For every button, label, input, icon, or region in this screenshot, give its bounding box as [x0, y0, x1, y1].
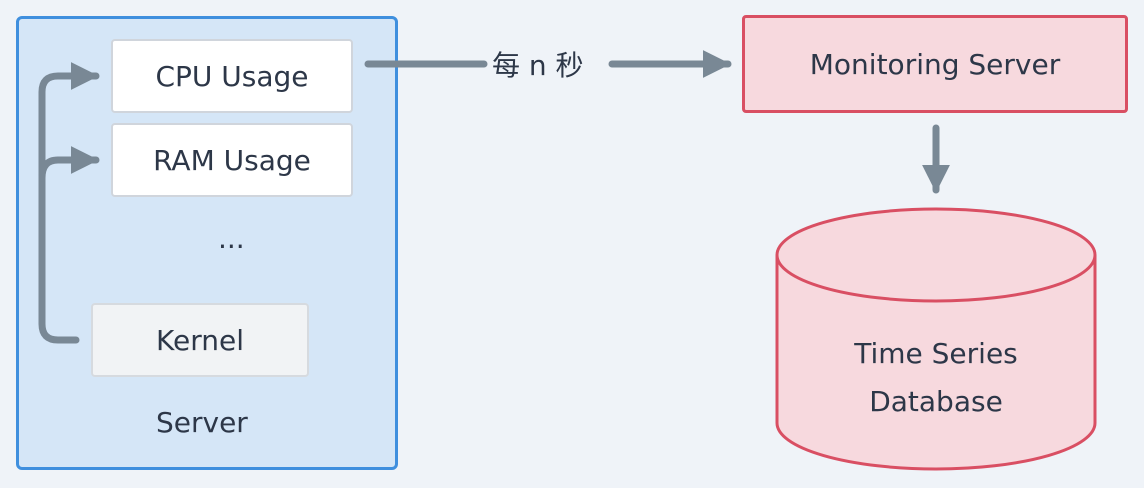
kernel-to-cpu-arrow [38, 62, 100, 344]
ram-usage-label: RAM Usage [153, 143, 311, 177]
ram-usage-box: RAM Usage [111, 123, 353, 197]
cpu-usage-label: CPU Usage [155, 59, 309, 93]
database-label-line2: Database [869, 385, 1003, 418]
monitoring-server-box: Monitoring Server [742, 15, 1128, 113]
kernel-box: Kernel [91, 303, 309, 377]
cpu-usage-box: CPU Usage [111, 39, 353, 113]
server-label: Server [156, 406, 248, 439]
metrics-ellipsis: ... [218, 222, 245, 255]
database-cylinder [775, 207, 1097, 471]
database-label: Time Series Database [776, 330, 1096, 426]
database-label-line1: Time Series [854, 337, 1018, 370]
monitoring-server-label: Monitoring Server [809, 47, 1061, 81]
collect-interval-label: 每 n 秒 [492, 49, 584, 82]
kernel-to-ram-arrow [38, 146, 100, 182]
kernel-label: Kernel [156, 323, 244, 357]
